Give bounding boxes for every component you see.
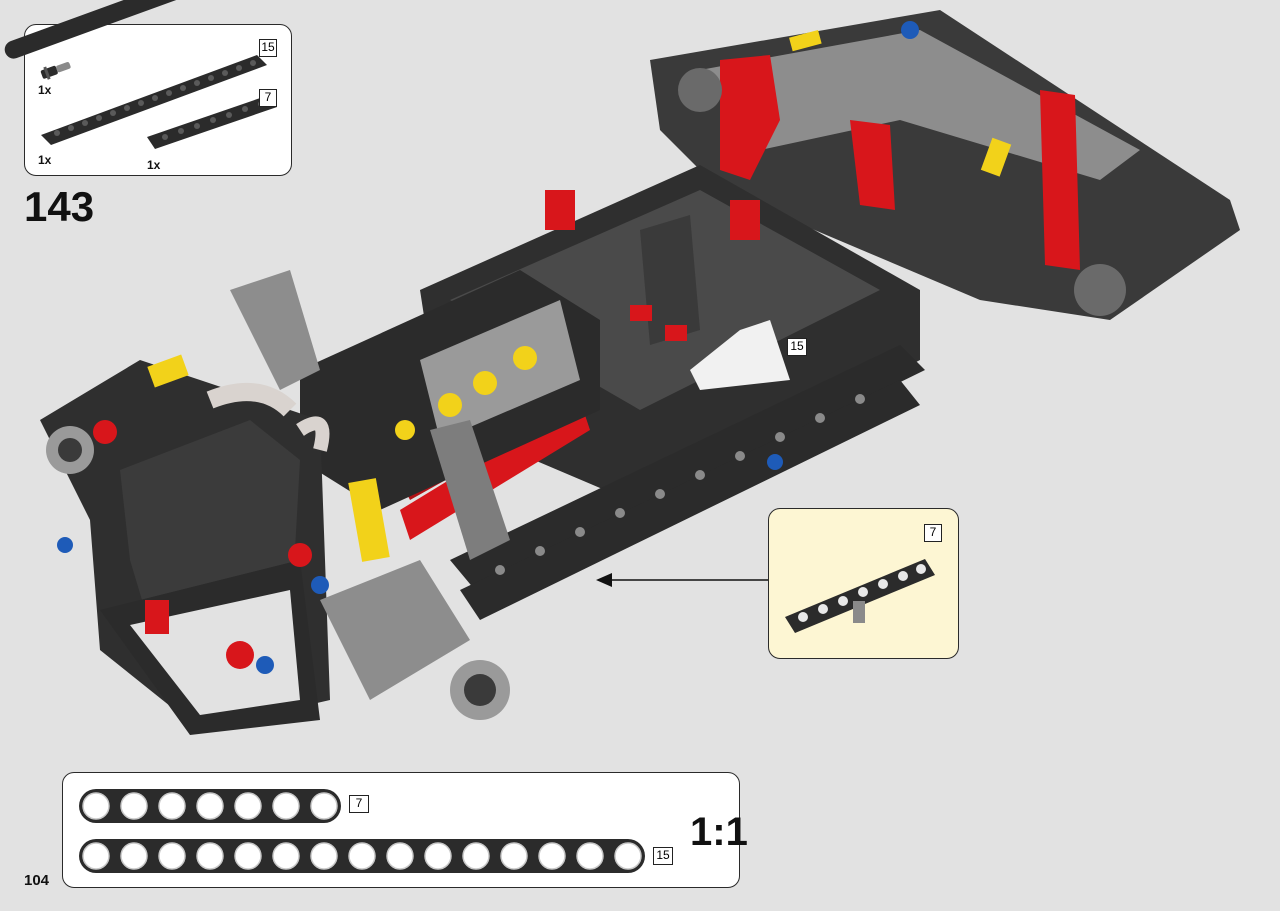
model-beam-15-badge: 15 <box>787 338 807 356</box>
beam-hole <box>234 842 262 870</box>
beam-hole <box>158 792 186 820</box>
beam-hole <box>272 842 300 870</box>
scale-beam-15-badge: 15 <box>653 847 673 865</box>
sub-callout-length-badge: 7 <box>924 524 942 542</box>
scale-reference-panel: 7 15 <box>62 772 740 888</box>
beam-hole <box>120 792 148 820</box>
beam-15-part <box>4 0 267 145</box>
beam-7-part <box>147 95 277 149</box>
beam-hole <box>614 842 642 870</box>
beam-hole <box>158 842 186 870</box>
scale-label: 1:1 <box>690 810 748 854</box>
beam-hole <box>120 842 148 870</box>
chassis <box>40 10 1240 735</box>
scale-beam-7-badge: 7 <box>349 795 369 813</box>
beam-hole <box>386 842 414 870</box>
beam-hole <box>310 842 338 870</box>
model-illustration <box>40 10 1240 735</box>
step-number: 143 <box>24 183 95 230</box>
page-number: 104 <box>24 872 50 889</box>
beam-hole <box>272 792 300 820</box>
axle-pin-quantity: 1x <box>38 83 52 97</box>
sub-assembly-callout: 7 <box>768 508 959 659</box>
beam-hole <box>424 842 452 870</box>
beam-hole <box>462 842 490 870</box>
beam-hole <box>82 842 110 870</box>
beam-15-quantity: 1x <box>38 153 52 167</box>
scale-beam-7 <box>79 789 341 823</box>
scale-beam-15 <box>79 839 645 873</box>
beam-hole <box>348 842 376 870</box>
beam-7-with-pin <box>785 559 935 633</box>
callout-arrow <box>596 573 768 587</box>
beam-15-length-badge: 15 <box>259 39 277 57</box>
beam-7-quantity: 1x <box>147 158 161 172</box>
beam-hole <box>196 842 224 870</box>
beam-hole <box>196 792 224 820</box>
beam-7-length-badge: 7 <box>259 89 277 107</box>
beam-hole <box>576 842 604 870</box>
parts-callout: 1x 15 1x 7 1x <box>4 0 292 176</box>
beam-hole <box>82 792 110 820</box>
axle-pin-part <box>40 62 71 80</box>
beam-hole <box>538 842 566 870</box>
beam-hole <box>500 842 528 870</box>
beam-hole <box>234 792 262 820</box>
beam-hole <box>310 792 338 820</box>
